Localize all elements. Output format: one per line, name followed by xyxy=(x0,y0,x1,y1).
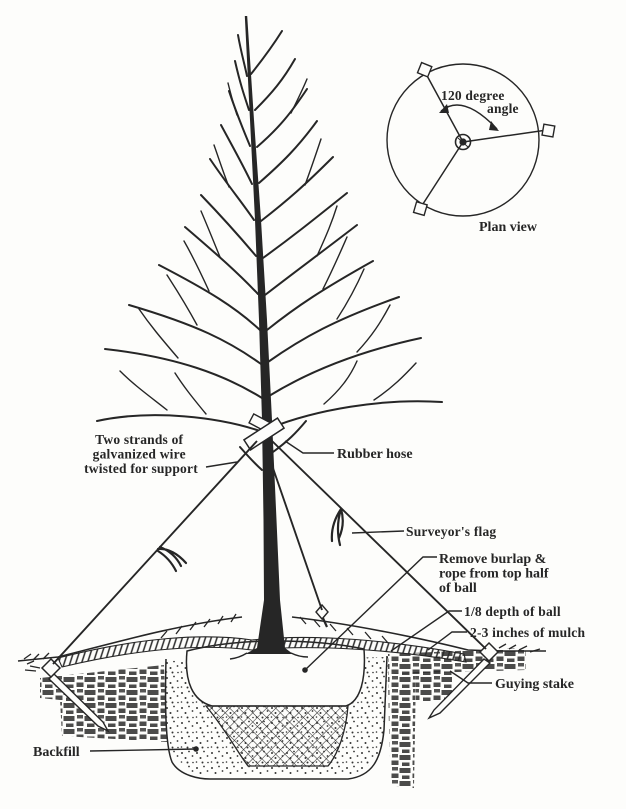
root-flare xyxy=(229,652,309,660)
tree-twigs xyxy=(119,78,417,415)
angle-arc-arrow-right xyxy=(489,121,499,131)
stake-head-left-icon xyxy=(40,657,62,679)
mulch-layer xyxy=(57,636,467,668)
label-mulch: 2-3 inches of mulch xyxy=(470,625,585,640)
plan-view-caption: Plan view xyxy=(479,220,538,235)
leader-wire-label xyxy=(205,461,238,468)
angle-label-line1: 120 degree xyxy=(441,88,505,103)
plan-stake-right-icon xyxy=(541,123,556,138)
soil-rubble-right-patch xyxy=(416,670,452,702)
guy-wire-left xyxy=(52,440,258,665)
leader-dot-backfill xyxy=(193,746,199,752)
leader-guying-stake xyxy=(449,670,492,684)
leader-rubber-hose xyxy=(284,440,334,454)
guying-stake-left xyxy=(24,657,110,733)
surface-ticks xyxy=(23,613,541,665)
tree-branches xyxy=(96,30,443,471)
label-ball-depth: 1/8 depth of ball xyxy=(464,604,561,619)
plan-view-stakes xyxy=(412,61,556,217)
label-guying-stake: Guying stake xyxy=(495,677,574,692)
soil-rubble-left xyxy=(40,665,167,742)
surveyors-flags xyxy=(156,507,344,573)
label-rubber-hose: Rubber hose xyxy=(337,447,413,462)
label-wire-line2: galvanized wire xyxy=(93,447,186,462)
mound-outline xyxy=(17,616,546,662)
plan-stake-top-icon xyxy=(416,61,433,78)
soil-rubble-right-column xyxy=(388,672,416,788)
label-wire-line3: twisted for support xyxy=(84,461,198,476)
flag-left-icon xyxy=(156,545,188,573)
angle-arc-arrow-left xyxy=(439,104,449,113)
guy-wire-right xyxy=(270,439,487,650)
label-burlap-line1: Remove burlap & xyxy=(439,552,546,567)
leader-remove-burlap xyxy=(304,556,437,671)
flag-right-icon xyxy=(330,507,344,547)
stake-head-middle-icon xyxy=(315,603,329,621)
plan-view-guy-lines xyxy=(420,71,548,208)
label-remove-burlap: Remove burlap & rope from top half of ba… xyxy=(439,552,552,596)
leader-mulch xyxy=(427,631,467,651)
label-wire-line1: Two strands of xyxy=(95,432,183,447)
label-surveyors-flag: Surveyor's flag xyxy=(406,524,496,539)
leader-dot-burlap xyxy=(302,667,308,673)
guying-stake-middle xyxy=(315,603,329,628)
leader-ball-depth xyxy=(390,610,462,652)
label-burlap-line3: of ball xyxy=(439,581,477,596)
leader-lines xyxy=(89,440,492,752)
tree xyxy=(96,16,443,660)
rubber-hose-wrap xyxy=(242,413,286,451)
root-ball-burlap xyxy=(204,705,349,767)
label-wire: Two strands of galvanized wire twisted f… xyxy=(84,432,198,476)
ground-cross-section xyxy=(17,603,546,788)
guy-wires xyxy=(52,439,487,665)
leader-backfill xyxy=(89,748,197,752)
leader-surveyors-flag xyxy=(351,530,405,534)
angle-label-line2: angle xyxy=(487,101,519,116)
label-backfill: Backfill xyxy=(33,745,80,760)
plan-stake-bottom-icon xyxy=(412,200,429,217)
label-burlap-line2: rope from top half xyxy=(439,567,549,582)
guy-wire-middle xyxy=(264,444,323,611)
plan-view-trunk-hub xyxy=(454,133,472,151)
plan-view: 120 degree angle Plan view xyxy=(386,61,556,235)
tree-trunk xyxy=(244,16,293,654)
plan-view-circle xyxy=(386,63,540,217)
text-labels: Two strands of galvanized wire twisted f… xyxy=(33,432,585,760)
